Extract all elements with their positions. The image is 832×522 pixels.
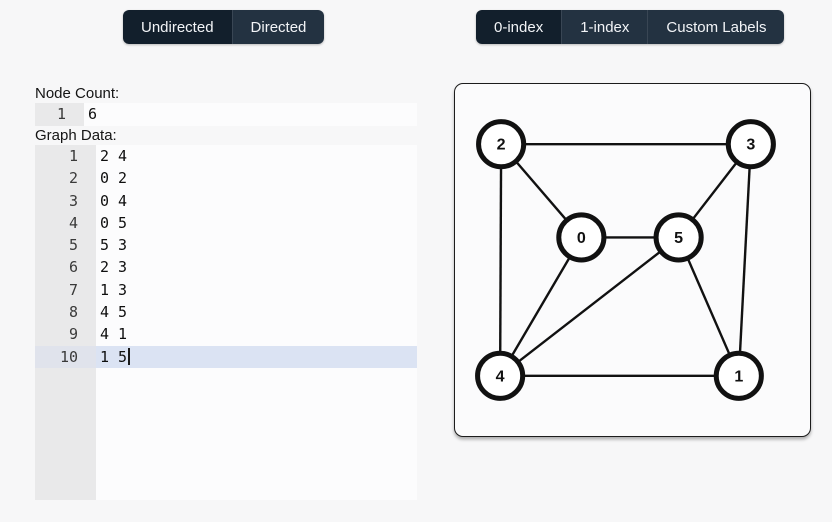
editor-line-text: 1 3 xyxy=(100,280,128,299)
graph-node-circle[interactable] xyxy=(653,212,704,263)
graph-panel: 2 3 0 5 4 1 xyxy=(454,83,811,437)
graph-node-1[interactable]: 1 xyxy=(713,350,764,401)
editor-content[interactable]: 2 4 0 2 0 4 0 5 5 3 2 3 1 3 4 5 4 1 1 5 xyxy=(96,145,417,500)
graph-edge-1-5 xyxy=(677,236,740,377)
line-number: 10 xyxy=(35,345,96,368)
graph-node-label: 1 xyxy=(734,367,743,385)
graph-node-circle[interactable] xyxy=(475,350,526,401)
toggle-1-index[interactable]: 1-index xyxy=(561,10,648,44)
editor-line-text: 4 5 xyxy=(100,303,128,322)
editor-line[interactable]: 6 xyxy=(84,103,417,125)
editor-line-text: 5 3 xyxy=(100,236,128,255)
editor-line[interactable]: 2 4 xyxy=(96,145,417,167)
line-number: 1 xyxy=(56,105,66,123)
editor-line[interactable]: 2 3 xyxy=(96,256,417,278)
editor-line[interactable]: 0 4 xyxy=(96,190,417,212)
line-number: 7 xyxy=(68,280,78,299)
editor-line-text: 4 1 xyxy=(100,325,128,344)
editor-line[interactable]: 1 5 xyxy=(96,345,417,368)
editor-line-text: 0 2 xyxy=(100,169,128,188)
line-number-gutter: 1 xyxy=(35,103,84,126)
line-number: 5 xyxy=(68,236,78,255)
graph-node-3[interactable]: 3 xyxy=(725,119,776,170)
node-count-label: Node Count: xyxy=(35,85,120,102)
graph-node-circle[interactable] xyxy=(713,350,764,401)
graph-node-circle[interactable] xyxy=(556,212,607,263)
editor-line[interactable]: 4 1 xyxy=(96,323,417,345)
graph-edge-1-3 xyxy=(737,144,753,376)
editor-line-text: 2 4 xyxy=(100,147,128,165)
editor-line-text: 0 4 xyxy=(100,191,128,210)
toggle-0-index[interactable]: 0-index xyxy=(476,10,562,44)
line-number: 9 xyxy=(68,325,78,344)
toggle-directed[interactable]: Directed xyxy=(231,10,325,44)
graph-node-label: 2 xyxy=(497,136,506,154)
line-number: 4 xyxy=(68,213,78,232)
graph-node-2[interactable]: 2 xyxy=(476,119,527,170)
toggle-undirected[interactable]: Undirected xyxy=(123,10,232,44)
toggle-custom-labels[interactable]: Custom Labels xyxy=(647,10,785,44)
node-count-editor[interactable]: 1 6 xyxy=(35,103,417,126)
line-number: 6 xyxy=(68,258,78,277)
graph-edge-0-4 xyxy=(499,236,583,377)
editor-line-text: 6 xyxy=(88,105,98,123)
editor-line-text: 0 5 xyxy=(100,213,128,232)
editor-line-text: 2 3 xyxy=(100,258,128,277)
editor-line[interactable]: 5 3 xyxy=(96,234,417,256)
graph-node-label: 3 xyxy=(746,136,755,154)
graph-node-label: 5 xyxy=(674,229,683,247)
editor-content[interactable]: 6 xyxy=(84,103,417,126)
graph-edge-2-4 xyxy=(498,144,503,376)
graph-node-circle[interactable] xyxy=(476,119,527,170)
line-number: 3 xyxy=(68,191,78,210)
editor-line[interactable]: 4 5 xyxy=(96,301,417,323)
line-number: 8 xyxy=(68,303,78,322)
line-number: 2 xyxy=(68,169,78,188)
text-cursor xyxy=(128,347,130,365)
graph-node-circle[interactable] xyxy=(725,119,776,170)
editor-line-text: 1 5 xyxy=(100,347,128,366)
graph-canvas: 2 3 0 5 4 1 xyxy=(475,119,776,401)
editor-line[interactable]: 1 3 xyxy=(96,279,417,301)
editor-line[interactable]: 0 2 xyxy=(96,167,417,189)
graph-node-label: 4 xyxy=(496,367,505,385)
graph-data-label: Graph Data: xyxy=(35,127,117,144)
graph-node-5[interactable]: 5 xyxy=(653,212,704,263)
graph-node-label: 0 xyxy=(577,229,586,247)
editor-line[interactable]: 0 5 xyxy=(96,212,417,234)
graph-node-0[interactable]: 0 xyxy=(556,212,607,263)
graph-edge-4-5 xyxy=(499,236,680,377)
line-number: 1 xyxy=(68,147,78,165)
graph-node-4[interactable]: 4 xyxy=(475,350,526,401)
